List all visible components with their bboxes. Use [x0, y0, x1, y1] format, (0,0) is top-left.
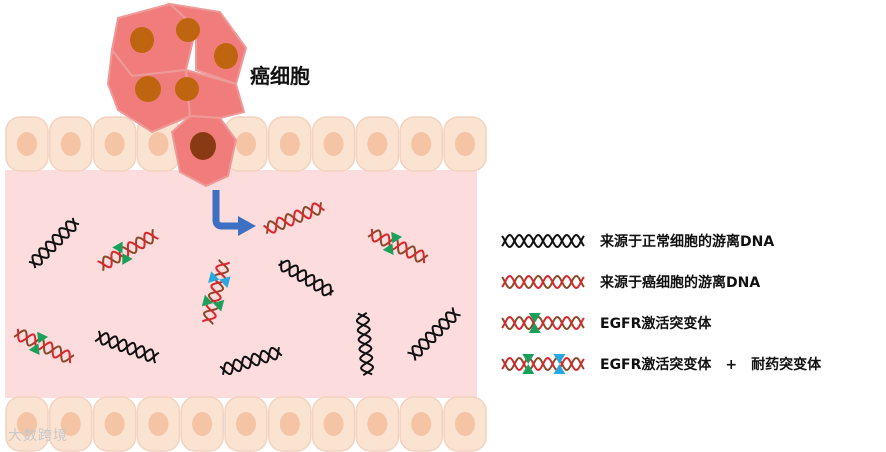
endothelium-top	[6, 117, 486, 171]
cancer-nucleus	[175, 77, 199, 101]
legend-tumor-dna-icon	[502, 276, 584, 288]
endothelium-bottom	[6, 397, 486, 451]
cancer-nucleus	[176, 18, 200, 42]
endothelial-cell	[269, 397, 311, 451]
watermark: 大数跨境	[8, 425, 68, 445]
legend-normal-dna-icon	[502, 235, 584, 247]
legend-egfr-resistance-icon	[502, 354, 584, 374]
legend-egfr-activating-label: EGFR激活突变体	[600, 313, 711, 333]
endothelial-cell	[181, 397, 223, 451]
endothelial-cell	[50, 117, 92, 171]
endothelial-cell	[94, 397, 136, 451]
legend-normal-dna-label: 来源于正常细胞的游离DNA	[600, 231, 774, 251]
endothelial-cell	[356, 117, 398, 171]
cancer-nucleus	[135, 76, 161, 102]
cancer-nucleus	[190, 132, 216, 160]
legend-icons	[502, 235, 584, 374]
endothelial-cell	[313, 397, 355, 451]
endothelial-cell	[400, 117, 442, 171]
endothelial-cell	[400, 397, 442, 451]
endothelial-cell	[137, 397, 179, 451]
cancer-nucleus	[214, 43, 238, 69]
endothelial-cell	[313, 117, 355, 171]
legend-tumor-dna-label: 来源于癌细胞的游离DNA	[600, 272, 760, 292]
endothelial-cell	[269, 117, 311, 171]
endothelial-cell	[225, 397, 267, 451]
endothelial-cell	[6, 117, 48, 171]
cancer-nucleus	[130, 27, 154, 53]
cancer-cell-label: 癌细胞	[250, 60, 310, 89]
endothelial-cell	[444, 117, 486, 171]
endothelial-cell	[444, 397, 486, 451]
legend-egfr-resistance-label: EGFR激活突变体 + 耐药突变体	[600, 354, 821, 374]
endothelial-cell	[356, 397, 398, 451]
endothelial-cell	[94, 117, 136, 171]
legend-egfr-activating-icon	[502, 313, 584, 333]
